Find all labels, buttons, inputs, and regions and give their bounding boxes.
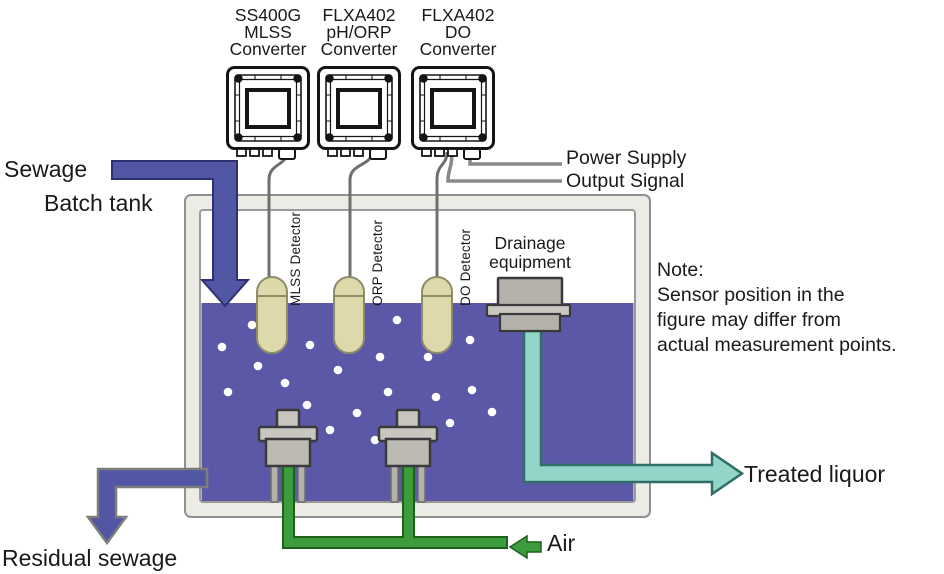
batch-tank-label: Batch tank	[44, 190, 153, 216]
bubble	[217, 342, 227, 352]
drainage-equipment-label: Drainage equipment	[489, 233, 571, 272]
bubble	[325, 425, 335, 435]
ph-orp-converter-label: FLXA402 pH/ORP Converter	[320, 5, 398, 59]
treated-liquor-pipe	[522, 329, 745, 497]
bubble	[280, 378, 290, 388]
air-arrow	[508, 534, 542, 560]
bubble	[487, 407, 497, 417]
treated-liquor-label: Treated liquor	[744, 461, 886, 487]
do-cable	[435, 151, 449, 278]
bubble	[467, 385, 477, 395]
air-label: Air	[547, 530, 576, 556]
do-detector	[421, 276, 453, 354]
bubble	[392, 315, 402, 325]
bubble	[305, 340, 315, 350]
bubble	[247, 320, 257, 330]
mlss-converter	[225, 65, 311, 161]
bubble	[352, 408, 362, 418]
mlss-detector	[256, 276, 288, 354]
mlss-converter-label: SS400G MLSS Converter	[229, 5, 307, 59]
sewage-inlet-pipe	[111, 160, 251, 308]
bubble	[383, 387, 393, 397]
bubble	[223, 387, 233, 397]
bubble	[423, 352, 433, 362]
output-signal-label: Output Signal	[566, 170, 685, 192]
mlss-detector-label: MLSS Detector	[288, 211, 303, 306]
residual-sewage-label: Residual sewage	[2, 545, 178, 571]
orp-detector-label: ORP Detector	[370, 219, 385, 306]
residual-sewage-pipe	[85, 467, 209, 546]
power-supply-label: Power Supply	[566, 147, 687, 169]
bubble	[375, 352, 385, 362]
do-converter-label: FLXA402 DO Converter	[419, 5, 497, 59]
bubble	[302, 400, 312, 410]
bubble	[253, 361, 263, 371]
bubble	[370, 435, 380, 445]
drainage-equipment	[485, 276, 572, 333]
power-supply-line	[468, 152, 562, 166]
output-signal-line	[446, 151, 562, 183]
do-converter	[410, 65, 496, 161]
bubble	[333, 365, 343, 375]
bubble	[445, 418, 455, 428]
note-text: Note: Sensor position in the figure may …	[657, 259, 897, 356]
bubble	[465, 335, 475, 345]
ph-orp-converter	[316, 65, 402, 161]
orp-detector	[333, 276, 365, 354]
detectors	[256, 276, 453, 354]
bubbles	[217, 315, 497, 445]
bubble	[431, 392, 441, 402]
sewage-label: Sewage	[4, 156, 88, 182]
